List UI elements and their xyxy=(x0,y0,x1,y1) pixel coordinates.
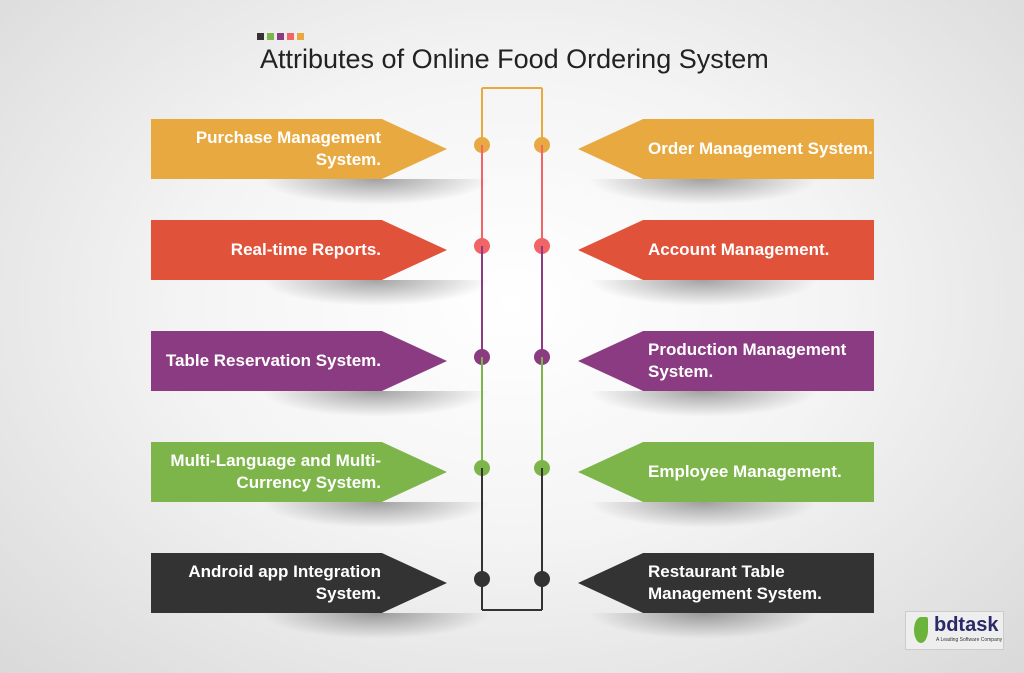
left-arrow-label: Purchase Management System. xyxy=(151,119,447,179)
leaf-icon xyxy=(914,617,928,643)
arrow-shadow xyxy=(588,391,818,417)
left-arrow-label: Multi-Language and Multi-Currency System… xyxy=(151,442,447,502)
attribute-text: Account Management. xyxy=(648,240,830,259)
arrow-shadow xyxy=(261,280,491,306)
right-arrow-label: Production Management System. xyxy=(578,331,874,391)
header-square xyxy=(267,33,274,40)
right-arrow-label: Restaurant Table Management System. xyxy=(578,553,874,613)
arrow-shadow xyxy=(588,502,818,528)
header-square xyxy=(297,33,304,40)
left-arrow-label: Real-time Reports. xyxy=(151,220,447,280)
arrow-shadow xyxy=(261,179,491,205)
attribute-text: Table Reservation System. xyxy=(165,351,381,370)
header-square xyxy=(277,33,284,40)
bdtask-logo: bdtask A Leading Software Company xyxy=(905,611,1004,650)
attribute-text: Production Management System. xyxy=(648,340,847,381)
left-arrow-label: Table Reservation System. xyxy=(151,331,447,391)
left-arrow-label: Android app Integration System. xyxy=(151,553,447,613)
right-arrow-label: Order Management System. xyxy=(578,119,874,179)
right-arrow-label: Account Management. xyxy=(578,220,874,280)
arrow-shadow xyxy=(261,613,491,639)
connector-dot xyxy=(474,571,490,587)
attribute-text: Multi-Language and Multi-Currency System… xyxy=(170,451,381,492)
attribute-text: Restaurant Table Management System. xyxy=(648,562,822,603)
header-square xyxy=(257,33,264,40)
attribute-text: Order Management System. xyxy=(648,139,873,158)
attribute-text: Android app Integration System. xyxy=(188,562,381,603)
logo-name: bdtask xyxy=(934,614,999,636)
arrow-shadow xyxy=(588,613,818,639)
arrow-shadow xyxy=(261,502,491,528)
connector-dot xyxy=(534,571,550,587)
attribute-text: Employee Management. xyxy=(648,462,842,481)
page-title: Attributes of Online Food Ordering Syste… xyxy=(260,44,769,74)
attribute-text: Purchase Management System. xyxy=(195,128,381,169)
logo-tagline: A Leading Software Company xyxy=(936,637,1003,643)
header-squares xyxy=(257,33,304,40)
arrow-shadow xyxy=(588,280,818,306)
arrow-shadow xyxy=(261,391,491,417)
right-arrow-label: Employee Management. xyxy=(578,442,874,502)
arrow-shadow xyxy=(588,179,818,205)
attribute-text: Real-time Reports. xyxy=(230,240,381,259)
header-square xyxy=(287,33,294,40)
